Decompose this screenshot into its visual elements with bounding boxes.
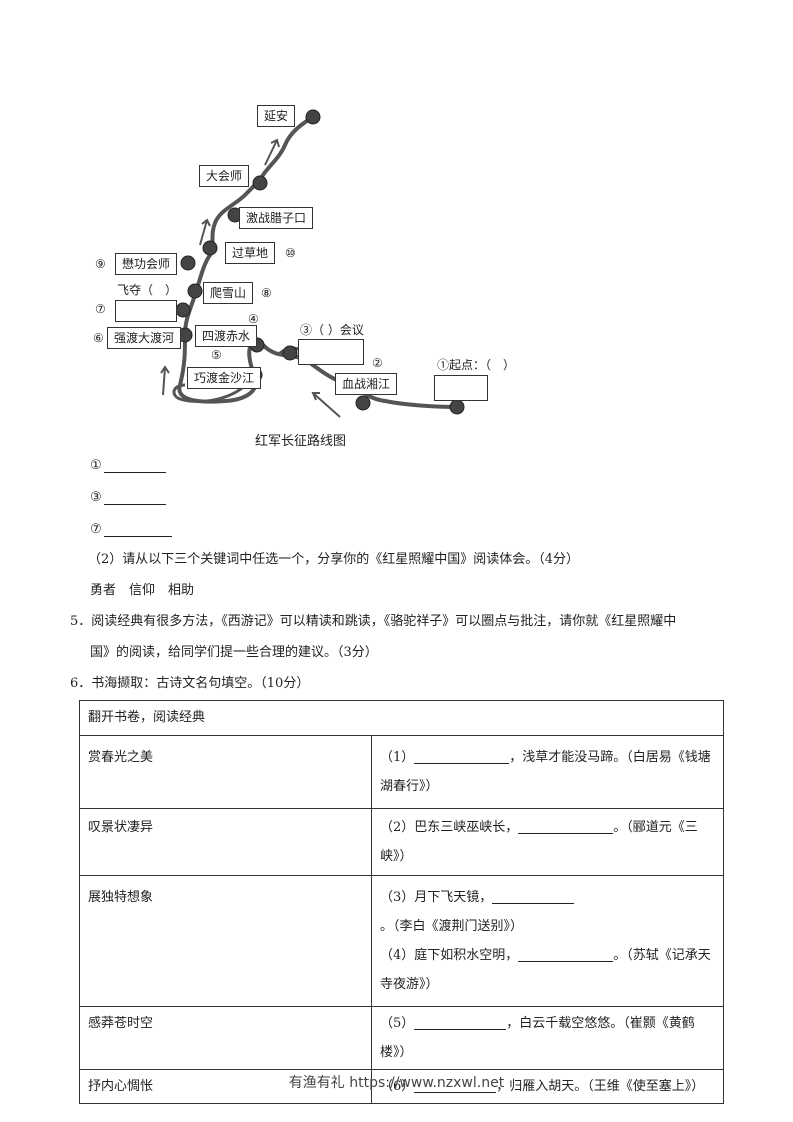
row-theme: 赏春光之美 xyxy=(79,735,372,809)
map-num-9: ⑨ xyxy=(95,257,106,271)
map-label-yanan: 延安 xyxy=(257,105,296,127)
map-label-chishui: 四渡赤水 xyxy=(195,325,258,347)
table-row: 赏春光之美 （1），浅草才能没马蹄。（白居易《钱塘湖春行》） xyxy=(79,735,724,809)
table-row: 抒内心惆怅 （6），归雁入胡天。（王维《使至塞上》） xyxy=(79,1069,724,1104)
map-label-jinshajiang: 巧渡金沙江 xyxy=(187,367,262,389)
map-num-7: ⑦ xyxy=(95,302,106,316)
answer-blank-1[interactable] xyxy=(103,458,166,473)
map-blank-7 xyxy=(115,300,177,322)
map-num-4: ④ xyxy=(248,312,259,326)
answer-line-1: ① xyxy=(90,458,166,473)
row-content: （6），归雁入胡天。（王维《使至塞上》） xyxy=(371,1069,724,1104)
map-label-daduhe: 强渡大渡河 xyxy=(107,327,182,349)
question-5-line2: 国》的阅读，给同学们提一些合理的建议。（3分） xyxy=(90,645,378,660)
map-num-8: ⑧ xyxy=(261,286,272,300)
table-row: 叹景状凄异 （2）巴东三峡巫峡长，。（郦道元《三峡》） xyxy=(79,808,724,876)
map-blank-3 xyxy=(298,339,364,365)
row-content: （5），白云千载空悠悠。（崔颢《黄鹤楼》） xyxy=(371,1006,724,1070)
row-content: （1），浅草才能没马蹄。（白居易《钱塘湖春行》） xyxy=(371,735,724,809)
fill-blank-1[interactable] xyxy=(414,747,510,764)
map-label-dahuishi: 大会师 xyxy=(199,165,250,187)
fill-blank-3[interactable] xyxy=(492,887,575,904)
fill-blank-4[interactable] xyxy=(518,945,614,962)
map-num-6: ⑥ xyxy=(93,331,104,345)
map-blank-1 xyxy=(434,375,488,401)
answer-blank-3[interactable] xyxy=(103,490,166,505)
map-num-5: ⑤ xyxy=(211,348,222,362)
table-row: 展独特想象 （3）月下飞天镜，。（李白《渡荆门送别》） （4）庭下如积水空明，。… xyxy=(79,875,724,1007)
map-label-qidian: ①起点：（ ） xyxy=(437,358,516,372)
map-num-10: ⑩ xyxy=(285,246,296,260)
answer-line-7: ⑦ xyxy=(90,522,172,537)
fill-blank-2[interactable] xyxy=(518,817,614,834)
map-label-huiyi: ③（ ）会议 xyxy=(300,323,364,337)
row-content: （3）月下飞天镜，。（李白《渡荆门送别》） （4）庭下如积水空明，。（苏轼《记承… xyxy=(371,875,724,1007)
table-header: 翻开书卷，阅读经典 xyxy=(79,700,724,736)
question-5-line1: 5．阅读经典有很多方法，《西游记》可以精读和跳读，《骆驼祥子》可以圈点与批注，请… xyxy=(70,614,677,629)
footer-watermark: 有渔有礼 https://www.nzxwl.net xyxy=(288,1075,505,1091)
row-theme: 感莽苍时空 xyxy=(79,1006,372,1070)
fill-blank-6[interactable] xyxy=(414,1076,497,1093)
answer-line-3: ③ xyxy=(90,490,166,505)
row-theme: 展独特想象 xyxy=(79,875,372,1007)
map-label-feiduo: 飞夺（ ） xyxy=(117,283,178,297)
poetry-table: 翻开书卷，阅读经典 赏春光之美 （1），浅草才能没马蹄。（白居易《钱塘湖春行》）… xyxy=(79,700,724,1104)
fill-blank-5[interactable] xyxy=(414,1013,507,1030)
map-caption: 红军长征路线图 xyxy=(255,434,347,449)
question-6: 6．书海撷取：古诗文名句填空。（10分） xyxy=(70,676,310,691)
table-row: 感莽苍时空 （5），白云千载空悠悠。（崔颢《黄鹤楼》） xyxy=(79,1006,724,1070)
map-label-xueshan: 爬雪山 xyxy=(203,282,254,304)
answer-blank-7[interactable] xyxy=(103,522,172,537)
map-label-lazikou: 激战腊子口 xyxy=(239,207,314,229)
row-content: （2）巴东三峡巫峡长，。（郦道元《三峡》） xyxy=(371,808,724,876)
question-4-2: （2）请从以下三个关键词中任选一个，分享你的《红星照耀中国》阅读体会。（4分） xyxy=(88,552,580,567)
map-label-caodi: 过草地 xyxy=(225,242,276,264)
keywords: 勇者 信仰 相助 xyxy=(90,583,195,598)
map-label-xiangjiang: 血战湘江 xyxy=(335,373,398,395)
row-theme: 叹景状凄异 xyxy=(79,808,372,876)
map-label-maogong: 懋功会师 xyxy=(115,253,178,275)
long-march-route-map: 延安 大会师 激战腊子口 过草地 ⑩ ⑨ 懋功会师 飞夺（ ） ⑦ 爬雪山 ⑧ … xyxy=(85,95,535,425)
map-num-2: ② xyxy=(372,356,383,370)
